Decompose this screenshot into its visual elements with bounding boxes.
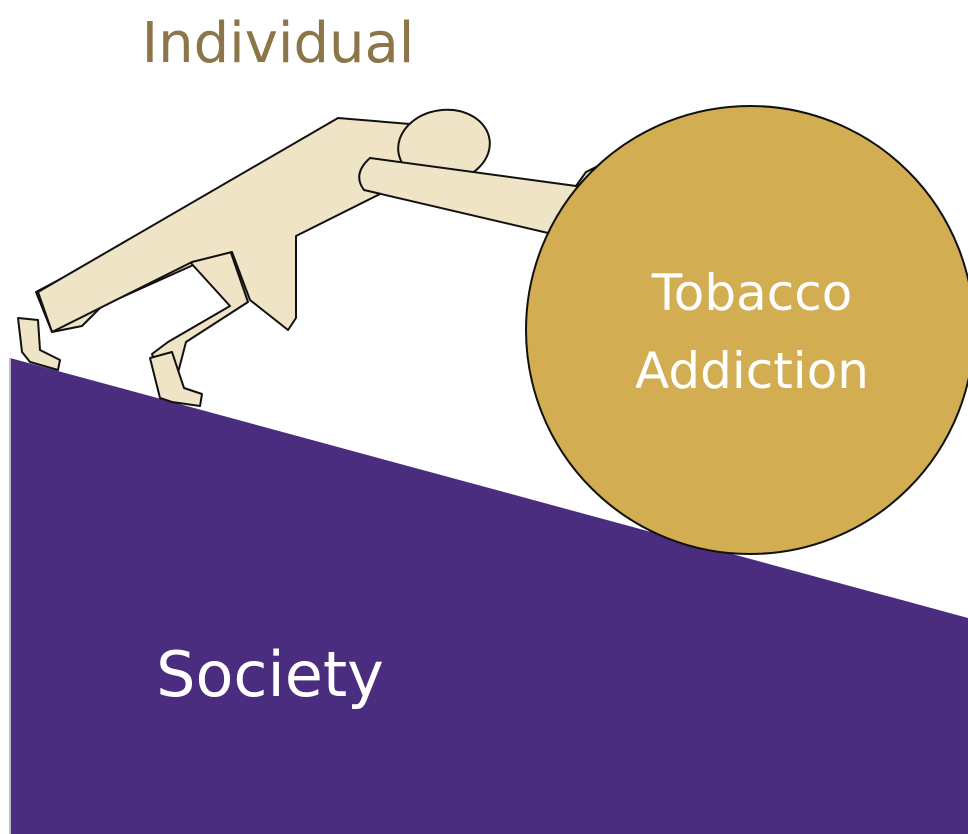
individual-label: Individual	[142, 11, 415, 76]
burden-label-line-1: Tobacco	[651, 264, 853, 322]
figure-front-foot	[149, 351, 203, 407]
pushing-figure	[17, 108, 599, 407]
burden-label-line-2: Addiction	[635, 342, 869, 400]
figure-rear-foot	[17, 317, 61, 371]
society-label: Society	[156, 638, 384, 711]
society-hill	[10, 358, 968, 834]
addiction-boulder	[525, 105, 968, 555]
